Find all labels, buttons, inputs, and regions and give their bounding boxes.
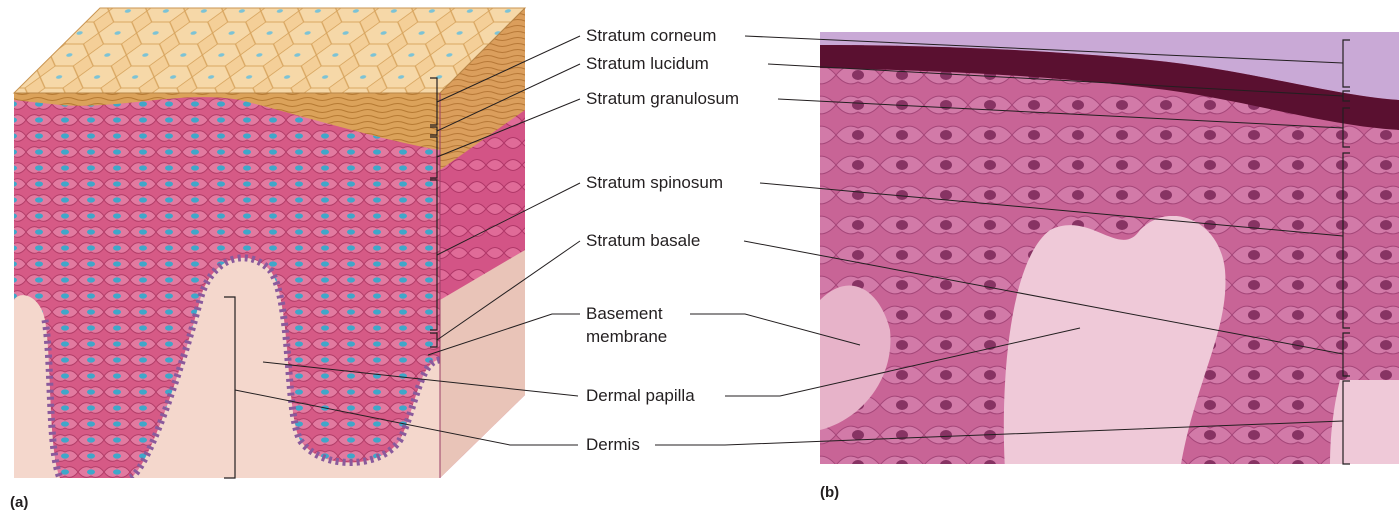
label-basement-line2: membrane [586, 327, 667, 347]
label-stratum-corneum: Stratum corneum [586, 26, 716, 46]
panel-label-a: (a) [10, 494, 28, 511]
illustration-block [14, 8, 525, 478]
panel-label-b: (b) [820, 484, 839, 501]
label-stratum-lucidum: Stratum lucidum [586, 54, 709, 74]
micrograph [820, 32, 1399, 470]
label-basement-line1: Basement [586, 304, 663, 324]
label-stratum-spinosum: Stratum spinosum [586, 173, 723, 193]
label-dermis: Dermis [586, 435, 640, 455]
label-stratum-basale: Stratum basale [586, 231, 700, 251]
label-dermal-papilla: Dermal papilla [586, 386, 695, 406]
label-stratum-granulosum: Stratum granulosum [586, 89, 739, 109]
